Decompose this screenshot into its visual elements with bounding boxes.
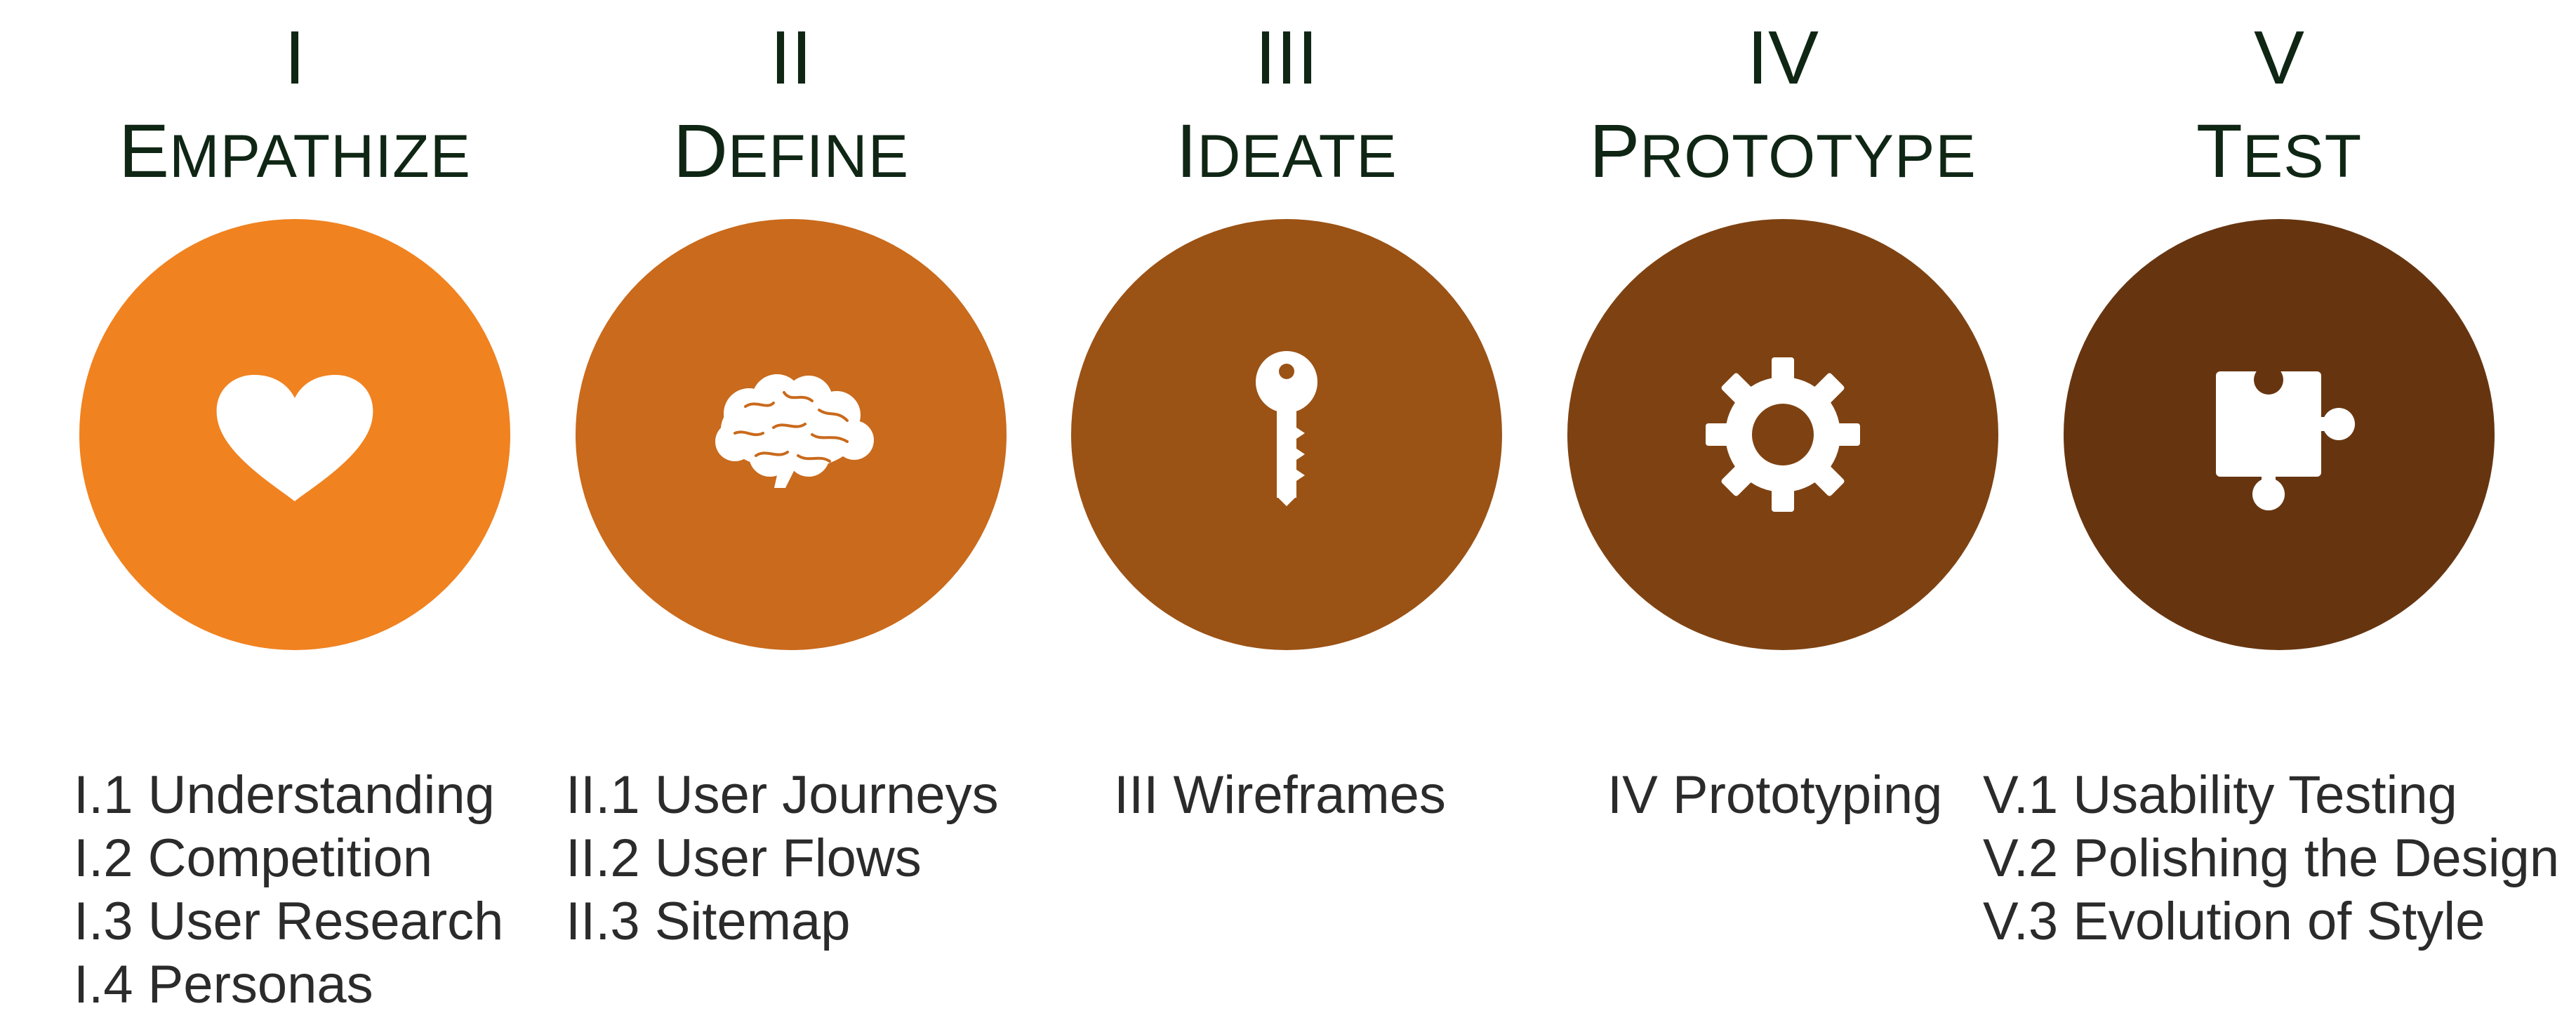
phase-title-initial: T [2196, 108, 2243, 193]
list-item: II.1 User Journeys [566, 765, 999, 825]
heart-icon [216, 375, 373, 501]
phase-title-rest: MPATHIZE [169, 123, 472, 190]
phase-title-rest: EFINE [727, 123, 910, 190]
list-item: III Wireframes [1114, 765, 1446, 825]
phase-numeral: IV [1746, 15, 1819, 100]
list-item: II.3 Sitemap [566, 892, 851, 951]
phase-title-rest: ROTOTYPE [1640, 123, 1977, 190]
phase-title: DEFINE [545, 109, 1037, 199]
list-item: I.1 Understanding [74, 765, 495, 825]
phase-title-rest: DEATE [1197, 123, 1397, 190]
phase-title-rest: EST [2242, 123, 2363, 190]
phase-ideate: III IDEATE III Wireframes [1041, 0, 1532, 1025]
phase-title: EMPATHIZE [49, 109, 540, 199]
puzzle-piece-icon [2216, 365, 2355, 510]
phase-title-initial: P [1589, 108, 1640, 193]
list-item: IV Prototyping [1607, 765, 1943, 825]
key-icon [1256, 351, 1317, 506]
list-item: V.2 Polishing the Design [1983, 828, 2560, 888]
phase-title: TEST [2033, 109, 2525, 199]
phase-numeral: III [1254, 15, 1319, 100]
phase-empathize: I EMPATHIZE I.1 Understanding I.2 Compet… [49, 0, 540, 1025]
phase-title-initial: D [672, 108, 728, 193]
phase-numeral: I [284, 15, 305, 100]
gear-icon [1706, 357, 1860, 512]
list-item: V.3 Evolution of Style [1983, 892, 2485, 951]
phase-items-list: IV Prototyping [1607, 764, 1942, 827]
phase-circle [576, 219, 1007, 650]
brain-icon [715, 374, 874, 488]
list-item: V.1 Usability Testing [1983, 765, 2457, 825]
phase-items-list: II.1 User Journeys II.2 User Flows II.3 … [566, 764, 999, 953]
phase-test: V TEST V.1 Usability Testing V.2 Polishi… [1983, 0, 2559, 1025]
phase-numeral: II [769, 15, 812, 100]
phase-circle [2064, 219, 2495, 650]
list-item: I.2 Competition [74, 828, 433, 888]
phase-circle [1071, 219, 1502, 650]
list-item: II.2 User Flows [566, 828, 922, 888]
phase-circle [79, 219, 510, 650]
phase-items-list: III Wireframes [1114, 764, 1446, 827]
phase-items-list: I.1 Understanding I.2 Competition I.3 Us… [74, 764, 503, 1017]
phase-title: PROTOTYPE [1537, 109, 2029, 199]
phase-title: IDEATE [1041, 109, 1532, 199]
phase-prototype: IV PROTOTYPE [1537, 0, 2029, 1025]
phase-define: II DEFINE [545, 0, 1037, 1025]
phase-title-initial: I [1176, 108, 1197, 193]
list-item: I.4 Personas [74, 955, 373, 1014]
phase-items-list: V.1 Usability Testing V.2 Polishing the … [1983, 764, 2559, 953]
phase-title-initial: E [118, 108, 169, 193]
phase-circle [1567, 219, 1998, 650]
phase-numeral: V [2253, 15, 2305, 100]
list-item: I.3 User Research [74, 892, 504, 951]
